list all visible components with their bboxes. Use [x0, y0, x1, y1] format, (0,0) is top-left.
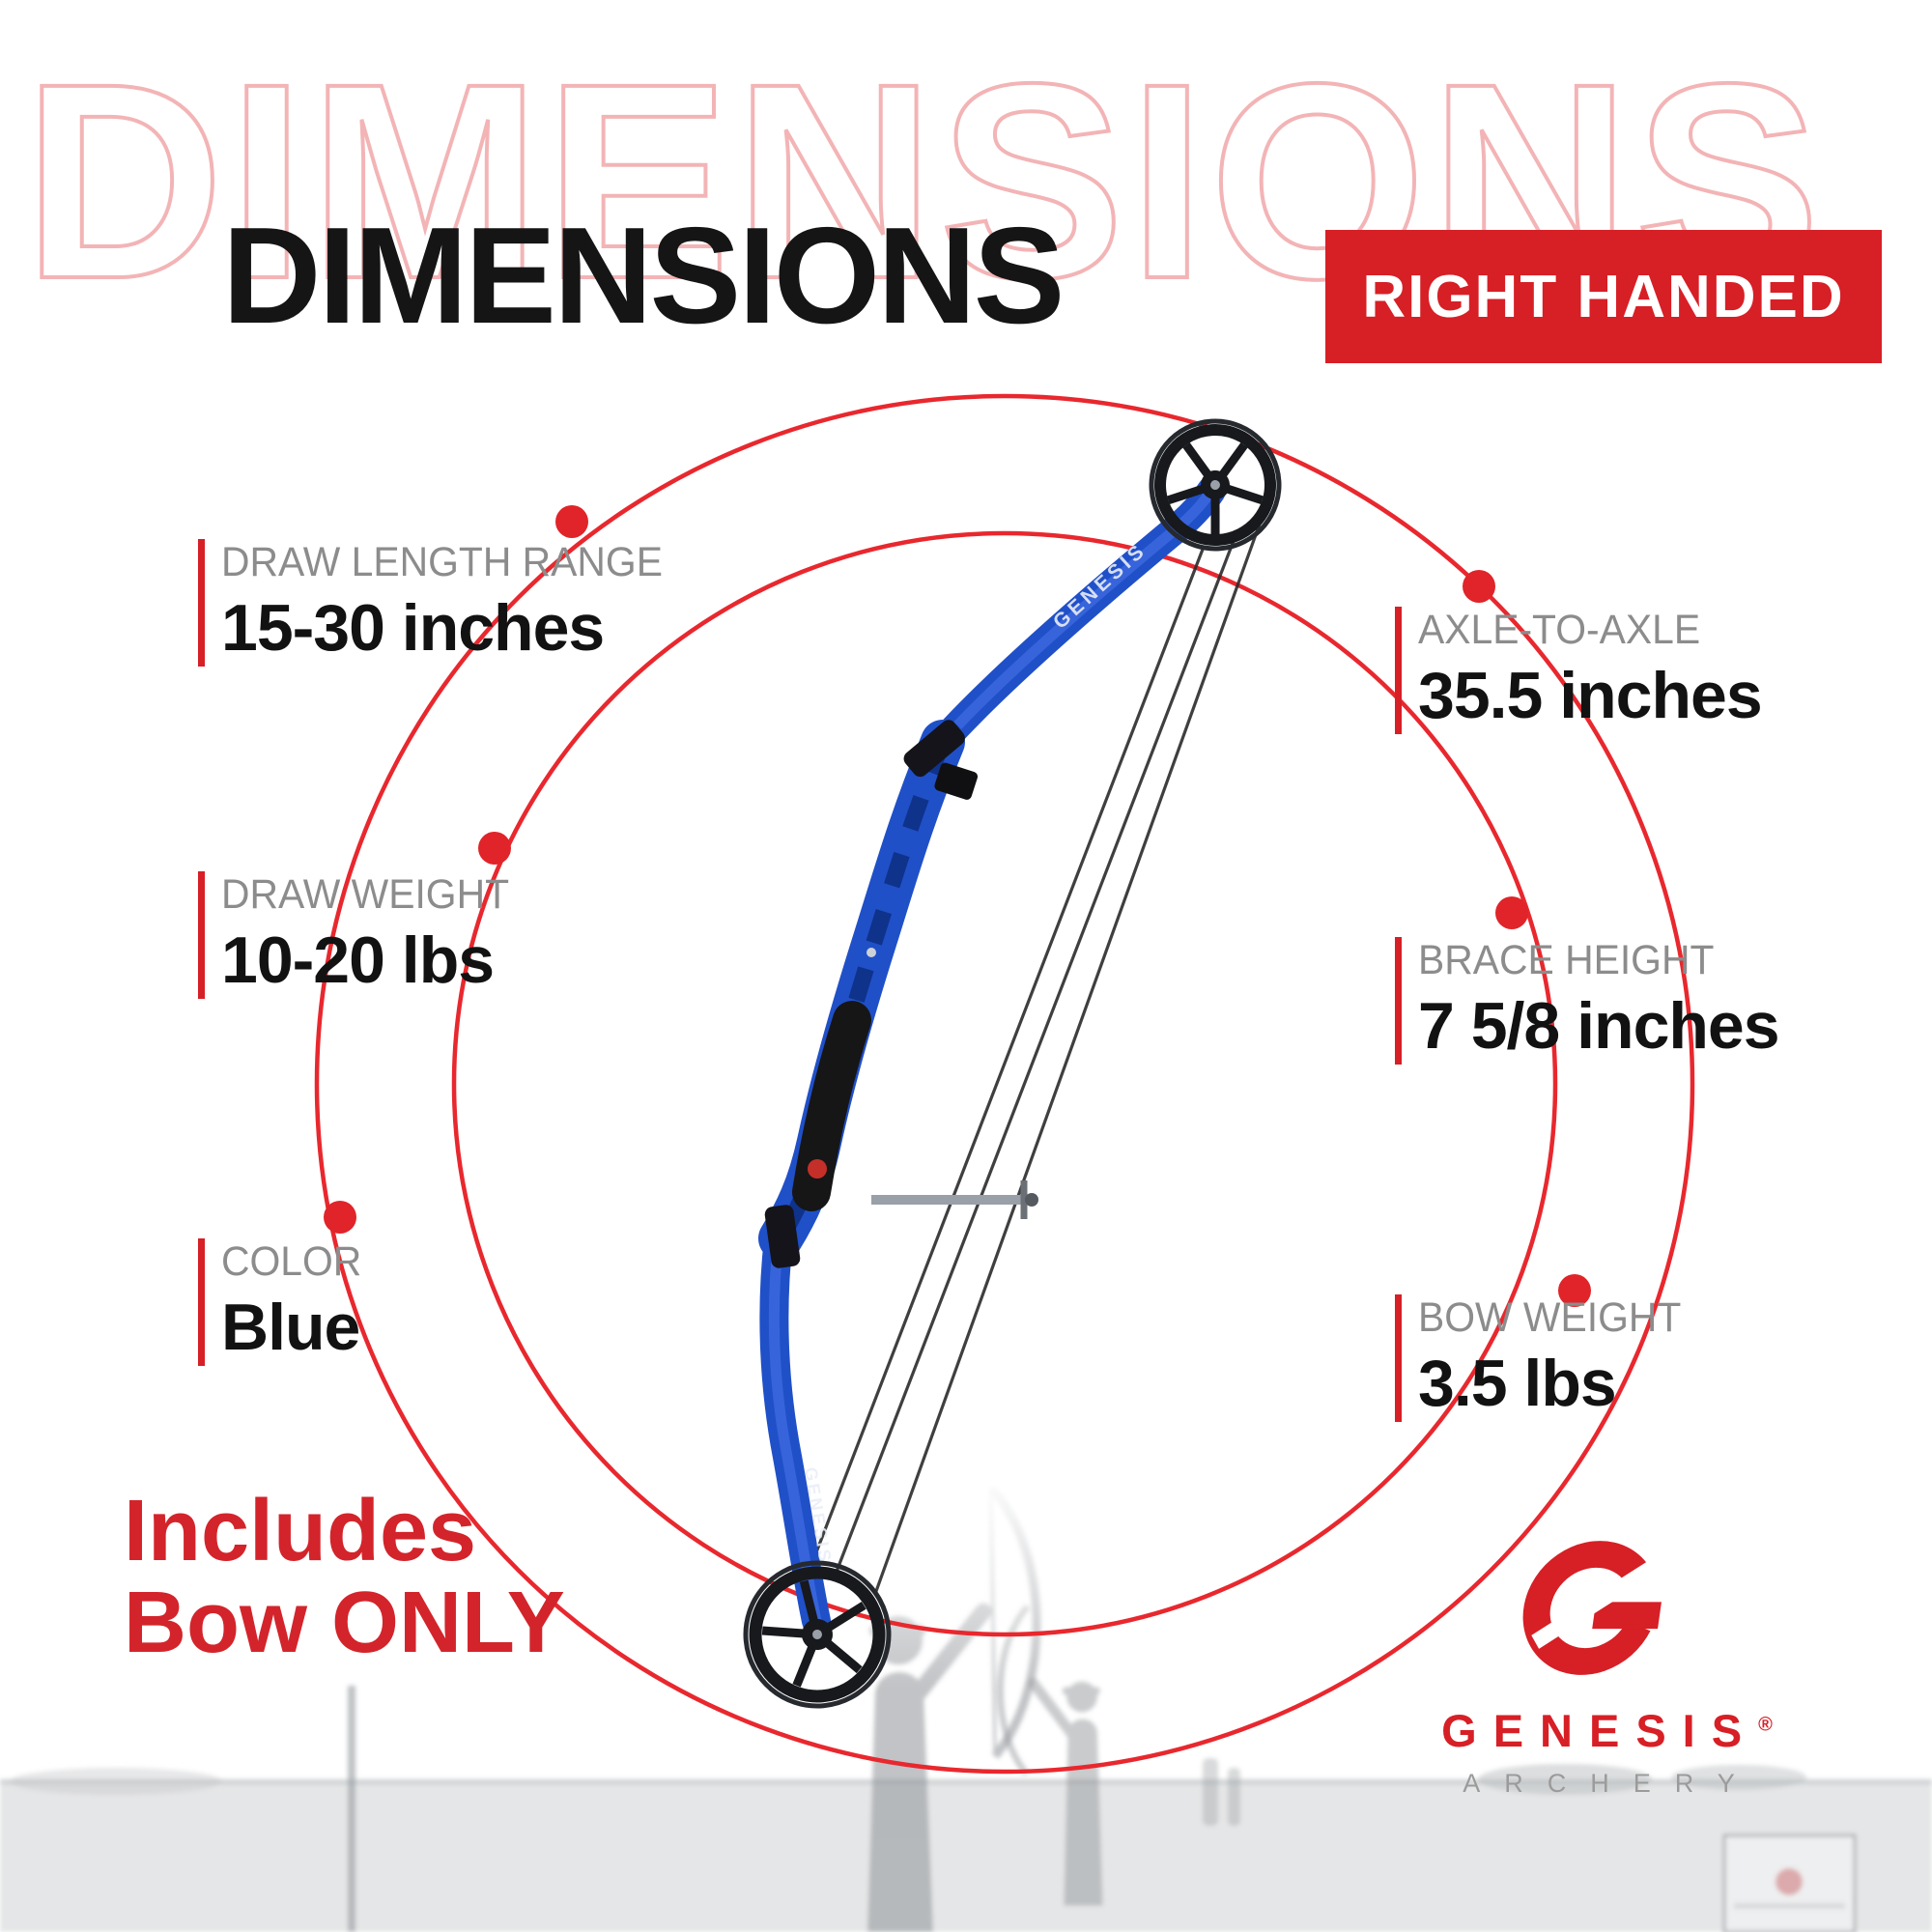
bow-illustration: GENESIS GENESIS [743, 418, 1282, 1709]
spec-accent-bar [1395, 937, 1402, 1065]
bowstring-cables [810, 501, 1269, 1595]
spec-draw-weight: DRAW WEIGHT 10-20 lbs [198, 871, 525, 999]
spec-value: 10-20 lbs [221, 923, 495, 998]
distant-trees [1671, 1765, 1806, 1790]
distant-figures [1203, 1758, 1240, 1826]
registered-mark: ® [1758, 1714, 1773, 1736]
brand-logo: GENESIS® ARCHERY [1348, 1519, 1850, 1799]
brand-tagline: ARCHERY [1463, 1769, 1759, 1798]
upper-limb-decal: GENESIS [1049, 538, 1151, 633]
spec-value: 15-30 inches [221, 591, 605, 666]
spec-label: DRAW WEIGHT [221, 871, 510, 918]
spec-value: 35.5 inches [1418, 659, 1763, 733]
spec-label: BRACE HEIGHT [1418, 937, 1715, 983]
brand-name-text: GENESIS [1441, 1705, 1759, 1756]
target-bag [1722, 1833, 1857, 1932]
distant-trees [10, 1768, 222, 1795]
background-photo [0, 1468, 1932, 1932]
spec-accent-bar [198, 1238, 205, 1366]
note-line2: Bow ONLY [124, 1575, 565, 1672]
callout-dot-bow-weight [1558, 1274, 1591, 1307]
spec-bow-weight: BOW WEIGHT 3.5 lbs [1395, 1294, 1695, 1422]
spec-color: COLOR Blue [198, 1238, 369, 1366]
callout-dot-axle [1463, 570, 1495, 603]
spec-accent-bar [198, 539, 205, 667]
spec-value: 7 5/8 inches [1418, 989, 1780, 1064]
upper-limb-pocket [903, 720, 965, 778]
spec-value: 3.5 lbs [1418, 1347, 1617, 1421]
lower-limb-pocket [764, 1205, 801, 1268]
callout-dot-draw-weight [478, 832, 511, 865]
callout-dot-color [324, 1201, 356, 1234]
background-photo-art [0, 1468, 1932, 1932]
spec-label: AXLE-TO-AXLE [1418, 607, 1701, 653]
banner-label: RIGHT HANDED [1362, 263, 1845, 330]
page-title: DIMENSIONS [222, 199, 1065, 353]
brand-name: GENESIS® [1348, 1704, 1850, 1757]
spec-label: DRAW LENGTH RANGE [221, 539, 663, 585]
genesis-logo-mark [1522, 1541, 1668, 1675]
pole-silhouette [348, 1686, 355, 1932]
stabilizer-rod [871, 1180, 1038, 1219]
spec-label: BOW WEIGHT [1418, 1294, 1682, 1341]
spec-draw-length-range: DRAW LENGTH RANGE 15-30 inches [198, 539, 686, 667]
spec-accent-bar [198, 871, 205, 999]
distant-trees [1478, 1764, 1652, 1795]
spec-brace-height: BRACE HEIGHT 7 5/8 inches [1395, 937, 1780, 1065]
ground-haze [0, 1783, 1932, 1932]
spec-accent-bar [1395, 607, 1402, 734]
decorative-circles [314, 393, 1695, 1775]
riser-screw [867, 948, 876, 957]
top-cam-wheel [1149, 418, 1282, 552]
arrow-rest [934, 762, 979, 800]
includes-note: Includes Bow ONLY [124, 1483, 565, 1672]
right-handed-banner: RIGHT HANDED [1325, 230, 1882, 363]
horizon-line [0, 1779, 1932, 1784]
spec-value: Blue [221, 1291, 360, 1365]
spec-label: COLOR [221, 1238, 362, 1285]
callout-dot-draw-length [555, 505, 588, 538]
note-line1: Includes [124, 1483, 477, 1579]
bottom-cam-wheel [743, 1560, 892, 1709]
upper-limb-highlight [933, 485, 1217, 752]
riser-decal [808, 1159, 827, 1179]
callout-dot-brace [1495, 896, 1528, 929]
spec-axle-to-axle: AXLE-TO-AXLE 35.5 inches [1395, 607, 1763, 734]
spec-accent-bar [1395, 1294, 1402, 1422]
